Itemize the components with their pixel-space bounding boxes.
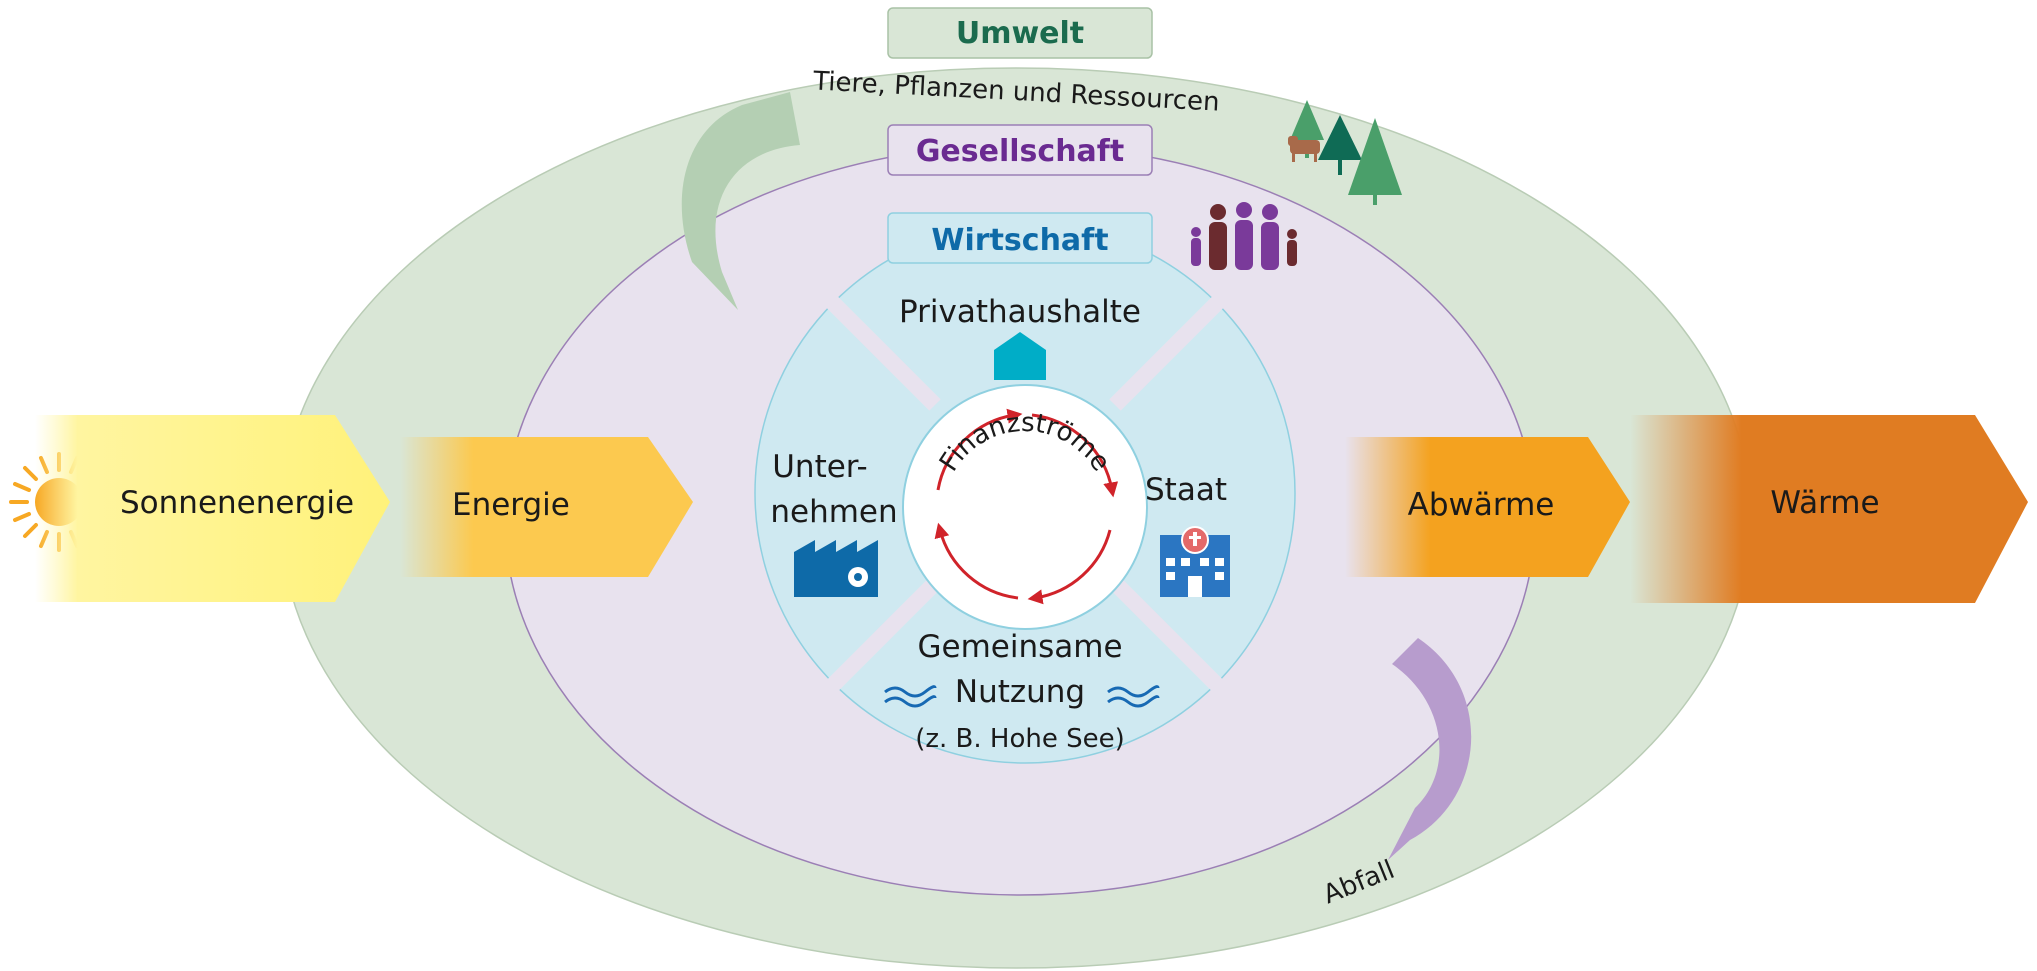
economy-header: Wirtschaft [887, 212, 1153, 264]
commons-label-1: Gemeinsame [917, 629, 1122, 665]
commons-label-3: (z. B. Hohe See) [915, 724, 1125, 754]
waste-heat-label: Abwärme [1408, 487, 1555, 523]
energy-arrow [400, 437, 693, 577]
waste-outflow-arrow [1388, 638, 1472, 860]
companies-label-1: Unter- [772, 449, 868, 485]
waste-heat-arrow [1345, 437, 1630, 577]
energy-label: Energie [452, 487, 570, 523]
environment-title: Umwelt [956, 16, 1084, 51]
heat-arrow [1630, 415, 2028, 603]
environment-header: Umwelt [887, 7, 1153, 59]
waves-icon [884, 685, 1160, 708]
economy-title: Wirtschaft [931, 223, 1108, 258]
society-header: Gesellschaft [887, 124, 1153, 176]
government-building-icon [1160, 526, 1230, 597]
people-icon [1191, 202, 1297, 270]
society-title: Gesellschaft [916, 134, 1124, 169]
commons-label-2: Nutzung [955, 674, 1085, 710]
companies-label-2: nehmen [770, 494, 897, 530]
finance-flow-arrows [934, 408, 1119, 605]
factory-icon [794, 540, 878, 597]
solar-energy-arrow [35, 415, 390, 602]
sector-separators [824, 294, 1226, 694]
state-label: Staat [1145, 472, 1227, 508]
heat-label: Wärme [1770, 485, 1879, 521]
finance-circle [902, 384, 1148, 630]
trees-cow-icon [1288, 100, 1402, 205]
resources-inflow-arrow [681, 92, 800, 310]
solar-energy-label: Sonnenenergie [120, 485, 354, 521]
house-icon [994, 332, 1046, 380]
households-label: Privathaushalte [899, 294, 1141, 330]
